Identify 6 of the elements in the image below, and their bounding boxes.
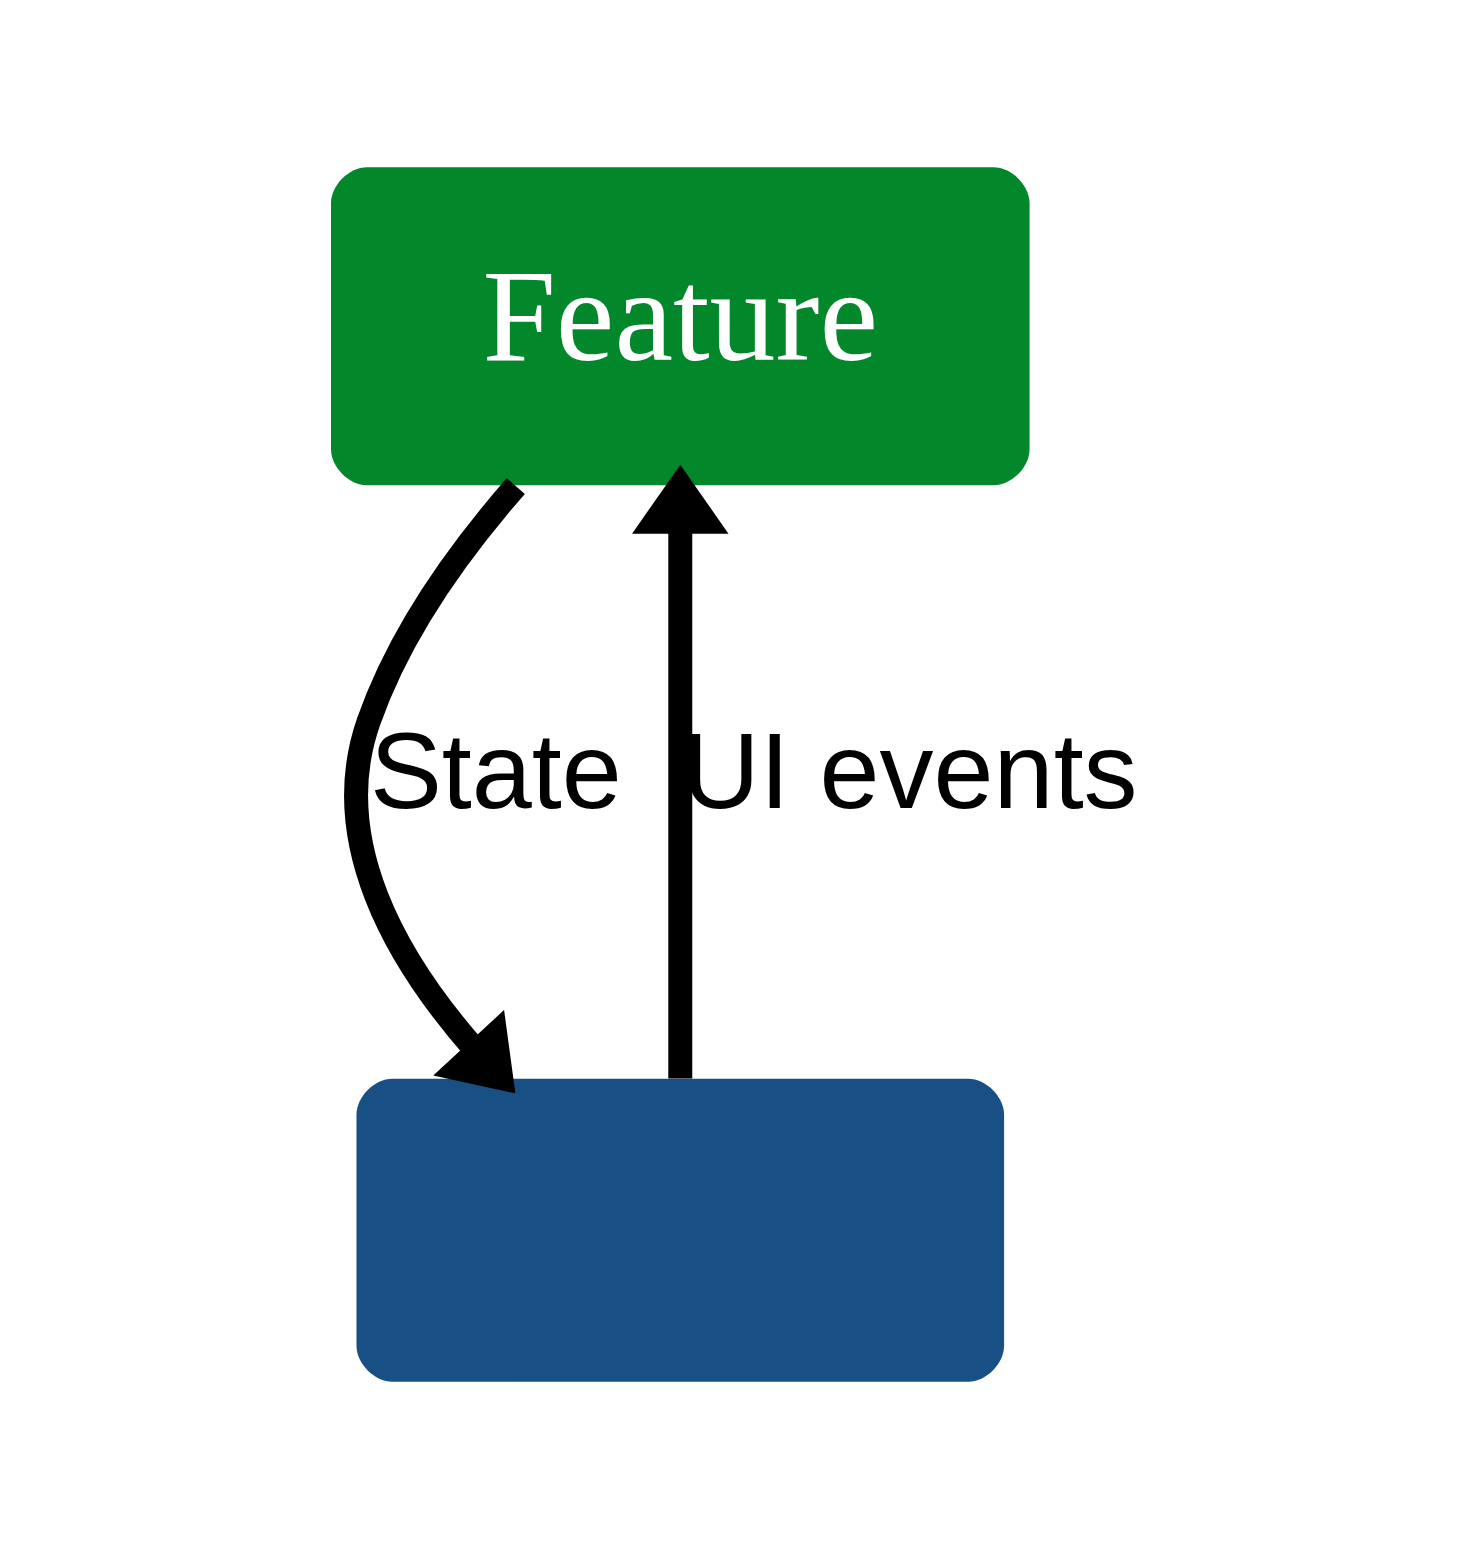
edge-label: State	[369, 710, 622, 832]
arrow	[632, 464, 729, 1079]
node-box: Feature	[331, 167, 1030, 486]
edge-label: UI events	[681, 710, 1138, 832]
arrow	[344, 478, 525, 1094]
node-box	[356, 1078, 1005, 1382]
